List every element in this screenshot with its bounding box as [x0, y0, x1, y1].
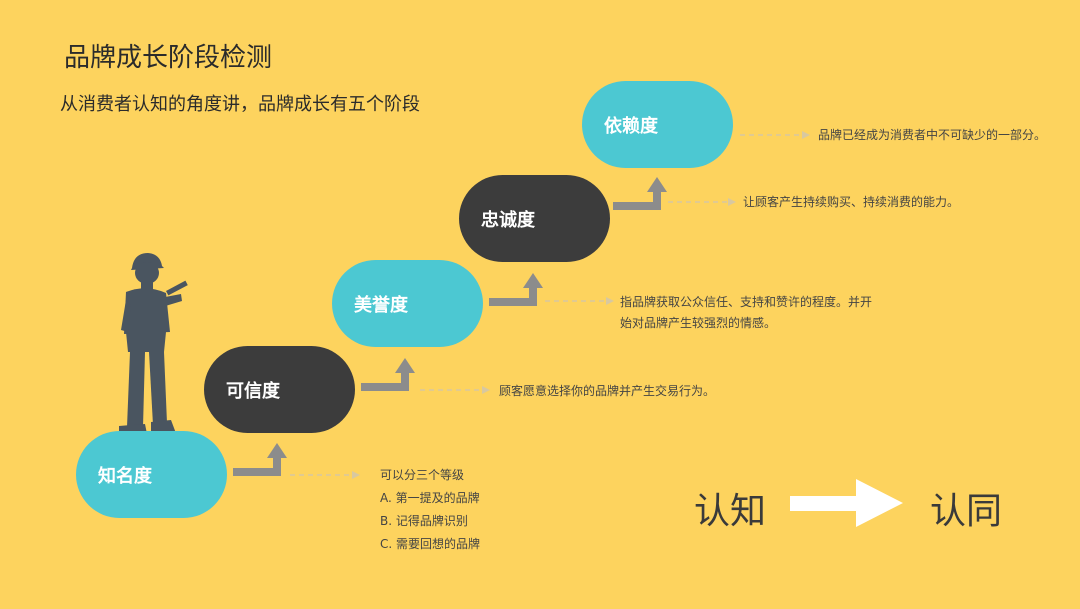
- stage-dependence-label: 依赖度: [604, 115, 658, 137]
- desc-line: A. 第一提及的品牌: [380, 491, 480, 505]
- stage-credibility: 可信度: [204, 346, 355, 433]
- stage-reputation: 美誉度: [332, 260, 483, 347]
- desc-line: B. 记得品牌识别: [380, 514, 468, 528]
- dashed-connectors: [290, 134, 802, 476]
- flow-from-label: 认知: [694, 491, 767, 532]
- step-arrow-2: [361, 358, 415, 391]
- step-arrow-3: [489, 273, 543, 306]
- stage-loyalty-label: 忠诚度: [481, 209, 535, 231]
- stage-awareness-label: 知名度: [98, 465, 152, 487]
- page-subtitle: 从消费者认知的角度讲，品牌成长有五个阶段: [60, 94, 420, 115]
- stage-credibility-label: 可信度: [226, 380, 280, 402]
- stage-loyalty-desc: 让顾客产生持续购买、持续消费的能力。: [743, 191, 959, 214]
- stage-credibility-desc: 顾客愿意选择你的品牌并产生交易行为。: [499, 380, 715, 403]
- desc-line: 可以分三个等级: [380, 468, 465, 482]
- desc-line: 始对品牌产生较强烈的情感。: [620, 316, 777, 330]
- desc-line: 品牌已经成为消费者中不可缺少的一部分。: [818, 128, 1047, 142]
- stage-loyalty: 忠诚度: [459, 175, 610, 262]
- stage-awareness-desc: 可以分三个等级 A. 第一提及的品牌 B. 记得品牌识别 C. 需要回想的品牌: [380, 464, 480, 556]
- stage-reputation-label: 美誉度: [354, 294, 408, 316]
- flow-to-label: 认同: [930, 491, 1003, 532]
- worker-silhouette-icon: [119, 253, 188, 446]
- desc-line: 指品牌获取公众信任、支持和赞许的程度。并开: [620, 295, 873, 309]
- stage-reputation-desc: 指品牌获取公众信任、支持和赞许的程度。并开 始对品牌产生较强烈的情感。: [620, 292, 872, 334]
- step-arrows: [233, 177, 667, 476]
- step-arrow-1: [233, 443, 287, 476]
- stage-awareness: 知名度: [76, 431, 227, 518]
- connector-heads: [352, 131, 810, 479]
- desc-line: C. 需要回想的品牌: [380, 537, 481, 551]
- flow-arrow: [790, 479, 903, 527]
- stage-dependence-desc: 品牌已经成为消费者中不可缺少的一部分。: [818, 124, 1046, 147]
- page-title: 品牌成长阶段检测: [64, 43, 273, 73]
- stage-dependence: 依赖度: [582, 81, 733, 168]
- desc-line: 顾客愿意选择你的品牌并产生交易行为。: [499, 384, 716, 398]
- desc-line: 让顾客产生持续购买、持续消费的能力。: [743, 195, 960, 209]
- step-arrow-4: [613, 177, 667, 210]
